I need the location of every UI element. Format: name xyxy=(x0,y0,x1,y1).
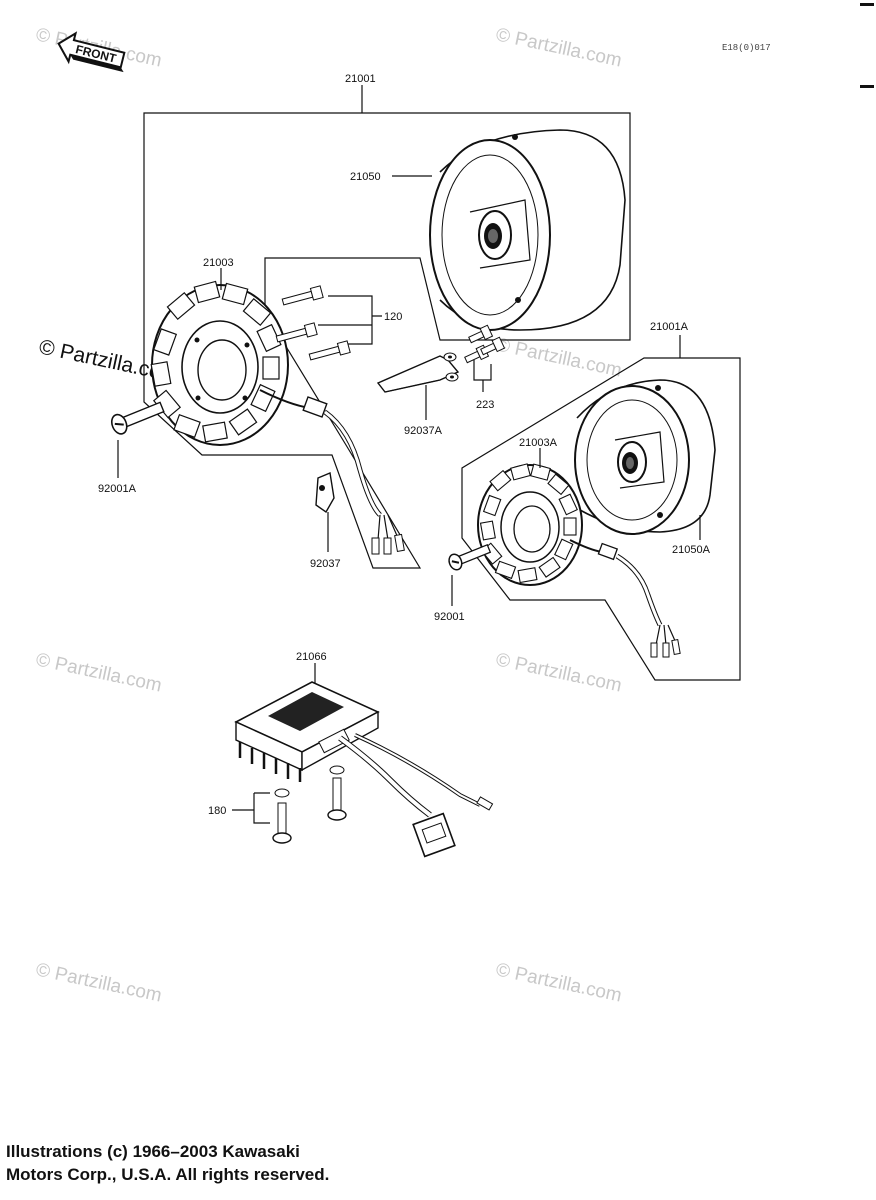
part-label-21050: 21050 xyxy=(350,171,381,183)
assembly-21001A-outline xyxy=(461,357,741,681)
regulator-connector xyxy=(412,812,456,858)
bolts-180 xyxy=(272,765,347,844)
part-label-92037A: 92037A xyxy=(404,425,443,437)
screws-120 xyxy=(275,285,351,361)
copyright-line-2: Motors Corp., U.S.A. All rights reserved… xyxy=(6,1165,330,1184)
part-label-92001A: 92001A xyxy=(98,483,137,495)
stator-21003A xyxy=(477,463,583,586)
part-label-120: 120 xyxy=(384,311,402,323)
part-label-21003A: 21003A xyxy=(519,437,558,449)
regulator-21066 xyxy=(234,681,380,782)
edge-mark xyxy=(860,85,874,88)
wire-harness-21003 xyxy=(259,389,405,555)
part-label-21001A: 21001A xyxy=(650,321,689,333)
plate-92037A xyxy=(376,355,460,393)
assembly-21001-outline xyxy=(143,112,631,569)
watermark: © Partzilla.com xyxy=(34,959,164,1006)
flywheel-21050 xyxy=(429,129,626,331)
watermark: © Partzilla.com xyxy=(494,649,624,696)
screws-223 xyxy=(443,324,506,382)
part-label-92001: 92001 xyxy=(434,611,465,623)
copyright-footer: Illustrations (c) 1966–2003 Kawasaki Mot… xyxy=(6,1140,329,1186)
part-label-21001: 21001 xyxy=(345,73,376,85)
drawing-code: E18(0)017 xyxy=(722,43,771,53)
watermark: © Partzilla.com xyxy=(494,334,624,381)
part-label-223: 223 xyxy=(476,399,494,411)
part-label-92037: 92037 xyxy=(310,558,341,570)
watermark: © Partzilla.com xyxy=(494,24,624,71)
part-label-180: 180 xyxy=(208,805,226,817)
bolt-92001 xyxy=(448,543,492,571)
clamp-92037 xyxy=(315,472,335,514)
wire-harness-21003A xyxy=(569,539,681,658)
front-arrow-icon: FRONT xyxy=(57,31,126,73)
edge-mark xyxy=(860,3,874,6)
stator-21003 xyxy=(150,280,289,446)
flywheel-21050A xyxy=(574,379,716,535)
watermark: © Partzilla.com xyxy=(34,649,164,696)
copyright-line-1: Illustrations (c) 1966–2003 Kawasaki xyxy=(6,1142,300,1161)
part-label-21050A: 21050A xyxy=(672,544,711,556)
bolt-92001A xyxy=(110,401,165,435)
part-label-21003: 21003 xyxy=(203,257,234,269)
part-label-21066: 21066 xyxy=(296,651,327,663)
watermark: © Partzilla.com xyxy=(494,959,624,1006)
